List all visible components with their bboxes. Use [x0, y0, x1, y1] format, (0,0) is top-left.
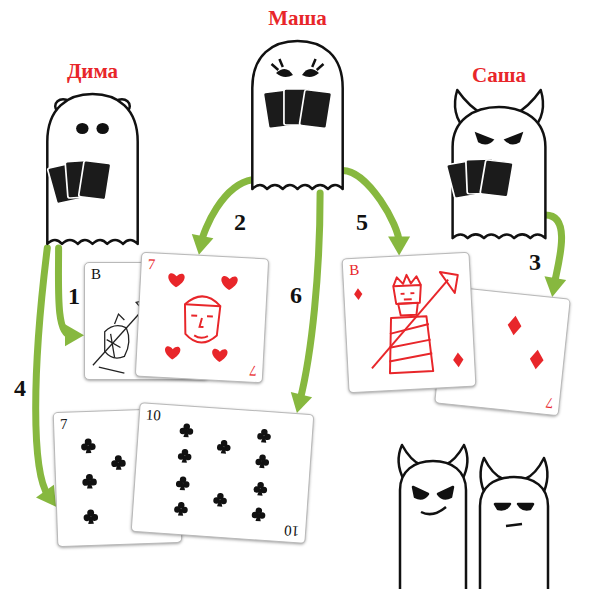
- left-devil: [398, 445, 467, 589]
- step-number-holder: 1: [67, 284, 81, 308]
- arrow-head: [65, 324, 84, 346]
- right-devil: [480, 458, 548, 589]
- playing-card: 77: [135, 252, 269, 384]
- step-number-holder: 5: [355, 210, 369, 234]
- arrow-head: [388, 236, 410, 255]
- player-name: Саша: [441, 62, 557, 88]
- ghost-outline: [36, 86, 149, 248]
- ghost-player: Дима: [36, 58, 149, 248]
- arrow-line: [300, 193, 320, 400]
- step-number: 3: [528, 250, 542, 274]
- card-picture: [132, 403, 314, 543]
- ghost-player: Саша: [441, 62, 557, 242]
- arrow-line: [36, 248, 49, 496]
- step-number: 4: [13, 376, 27, 400]
- play-arrow: [545, 215, 567, 297]
- card-picture: [136, 253, 268, 382]
- arrow-head: [36, 485, 56, 507]
- card-index: 7: [147, 257, 155, 272]
- step-number: 1: [67, 284, 81, 308]
- card-index: 7: [60, 417, 68, 432]
- step-number: 5: [355, 210, 369, 234]
- ghost-player: Маша: [241, 5, 354, 193]
- play-arrow: [58, 248, 84, 346]
- card-index: В: [91, 267, 101, 282]
- arrow-head: [291, 392, 312, 413]
- playing-card: 10 10: [131, 402, 315, 544]
- play-arrow: [291, 193, 320, 413]
- playing-card: В: [342, 252, 477, 394]
- play-arrow: [36, 248, 56, 507]
- card-index: 7: [545, 395, 554, 411]
- arrow-line: [343, 170, 399, 242]
- step-number: 2: [233, 210, 247, 234]
- card-index: 10: [284, 522, 300, 538]
- card-picture: [343, 253, 476, 392]
- card-index: 7: [248, 363, 256, 378]
- play-arrow: [192, 180, 253, 255]
- play-arrow: [343, 170, 410, 255]
- step-number-holder: 4: [13, 376, 27, 400]
- player-name: Маша: [241, 5, 354, 31]
- step-number-holder: 3: [528, 250, 542, 274]
- card-index: В: [349, 263, 360, 279]
- arrow-line: [545, 215, 561, 284]
- step-number: 6: [289, 283, 303, 307]
- arrow-line: [201, 180, 252, 242]
- card-index: 10: [145, 408, 161, 424]
- arrow-head: [545, 276, 567, 297]
- arrow-line: [58, 248, 71, 335]
- arrow-head: [192, 234, 214, 255]
- step-number-holder: 2: [233, 210, 247, 234]
- step-number-holder: 6: [289, 283, 303, 307]
- ghost-outline: [441, 90, 557, 242]
- ghost-outline: [241, 33, 354, 193]
- player-name: Дима: [36, 58, 149, 84]
